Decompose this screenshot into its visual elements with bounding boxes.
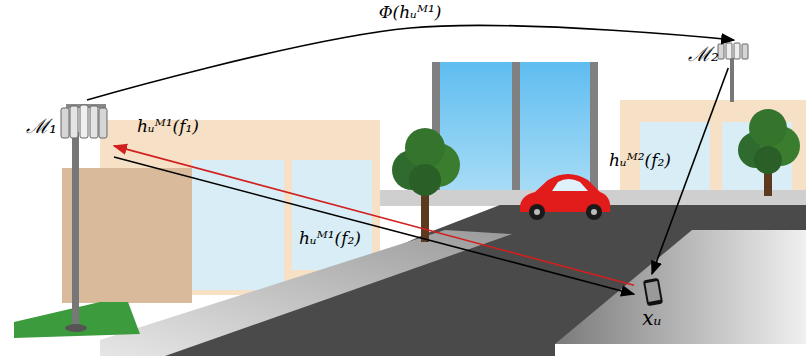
channel-label: Φ(hᵤᴹ¹) xyxy=(377,3,444,22)
base-station-tower xyxy=(61,104,107,332)
ground-edge xyxy=(555,344,806,356)
building-facade xyxy=(620,100,806,192)
building-column xyxy=(512,62,520,192)
channel-label: hᵤᴹ¹(f₂) xyxy=(297,229,363,248)
signal-arrow xyxy=(114,146,634,285)
base-station: ℳ₂ xyxy=(686,40,750,68)
node-label: ℳ₁ xyxy=(26,116,57,136)
base-station: ℳ₁ xyxy=(24,100,114,162)
sidewalk xyxy=(555,230,806,344)
road xyxy=(150,205,806,356)
tree xyxy=(738,109,800,196)
building-wall xyxy=(62,168,192,303)
car xyxy=(520,174,610,220)
sidewalk xyxy=(100,230,512,356)
building-column xyxy=(590,62,598,192)
signal-arrow xyxy=(652,68,728,274)
phone-icon xyxy=(643,278,663,306)
user-equipment: xᵤ xyxy=(634,274,670,330)
signal-arrow xyxy=(114,157,634,294)
tree xyxy=(392,128,460,242)
node-label: xᵤ xyxy=(642,308,661,328)
signal-arrow xyxy=(87,25,734,100)
node-label: ℳ₂ xyxy=(688,44,719,64)
base-station-antenna xyxy=(718,43,748,102)
channel-label: hᵤᴹ²(f₂) xyxy=(607,151,673,170)
channel-label: hᵤᴹ¹(f₁) xyxy=(135,117,201,136)
